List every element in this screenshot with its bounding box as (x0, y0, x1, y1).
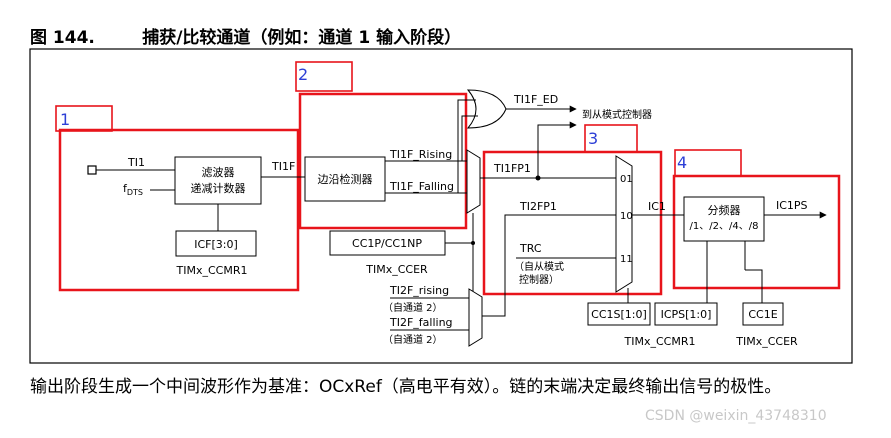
edge-detector-label: 边沿检测器 (318, 172, 373, 186)
icps-label: ICPS[1:0] (661, 308, 712, 321)
stage-3-box (482, 150, 663, 296)
figure-caption: 输出阶段生成一个中间波形作为基准：OCxRef（高电平有效）。链的末端决定最终输… (30, 377, 782, 397)
filter-block (174, 156, 262, 205)
stage-1-box (58, 128, 300, 292)
or-gate (466, 89, 507, 129)
icf-label: ICF[3:0] (194, 238, 238, 251)
stage-2-tab (295, 61, 353, 92)
stage-4-box (672, 174, 841, 290)
cc1e-register (742, 302, 784, 326)
polarity-mux (466, 149, 481, 214)
input-select-mux (615, 155, 633, 293)
trc-label: TRC (519, 242, 542, 255)
icf-register (175, 230, 257, 257)
ti1f-rising-label: TI1F_Rising (389, 148, 452, 161)
icps-register (654, 302, 718, 326)
filter-label: 滤波器 (202, 166, 235, 179)
prescaler-ratios: /1、/2、/4、/8 (690, 221, 759, 232)
ti1f-falling-label: TI1F_Falling (389, 180, 454, 193)
ccer-label-a: TIMx_CCER (365, 263, 428, 276)
trc-note-2: 控制器） (519, 273, 559, 286)
from-ch2-label-b: （自通道 2） (383, 333, 443, 346)
ti1fp1-label: TI1FP1 (493, 162, 531, 175)
ccmr1-label-b: TIMx_CCMR1 (624, 335, 696, 348)
ti1-label: TI1 (127, 156, 145, 169)
stage-3-tab (584, 124, 638, 153)
cc1e-label: CC1E (748, 308, 777, 321)
cc1s-register (587, 302, 651, 326)
cc1p-label: CC1P/CC1NP (352, 237, 422, 250)
ti2fp1-label: TI2FP1 (519, 200, 557, 213)
figure-title: 图 144. 捕获/比较通道（例如：通道 1 输入阶段） (30, 28, 462, 48)
ic1-label: IC1 (648, 200, 666, 213)
stage-4-tab (674, 149, 742, 177)
stage-number-3: 3 (588, 129, 598, 148)
ic1ps-label: IC1PS (776, 199, 808, 212)
ti1-input-pin (87, 165, 97, 175)
trc-note-1: （自从模式 (514, 260, 564, 273)
ti1f-label: TI1F (271, 160, 295, 173)
stage-number-4: 4 (677, 153, 687, 172)
filter-sublabel: 递减计数器 (191, 181, 246, 195)
edge-detector-block (304, 156, 386, 202)
ti2f-falling-label: TI2F_falling (389, 316, 453, 329)
prescaler-label: 分频器 (708, 203, 741, 217)
fdts-label: fDTS (123, 182, 143, 197)
ccmr1-label-a: TIMx_CCMR1 (176, 264, 248, 277)
ccer-label-b: TIMx_CCER (735, 335, 798, 348)
ch2-polarity-mux (468, 288, 483, 347)
stage-number-1: 1 (60, 110, 70, 129)
cc1s-label: CC1S[1:0] (591, 308, 647, 321)
stage-number-2: 2 (298, 65, 308, 84)
from-ch2-label-a: （自通道 2） (383, 301, 443, 314)
ti2f-rising-label: TI2F_rising (389, 284, 449, 297)
ti1f-ed-label: TI1F_ED (513, 93, 558, 106)
watermark: CSDN @weixin_43748310 (645, 408, 827, 424)
stage-1-tab (55, 105, 113, 132)
stage-labels (55, 61, 742, 177)
to-slave-label: 到从模式控制器 (582, 108, 652, 121)
mux-in-11: 11 (620, 254, 633, 265)
diagram-frame (29, 48, 853, 364)
mux-in-10: 10 (620, 211, 633, 222)
mux-in-01: 01 (620, 174, 633, 185)
prescaler-block (683, 196, 765, 242)
